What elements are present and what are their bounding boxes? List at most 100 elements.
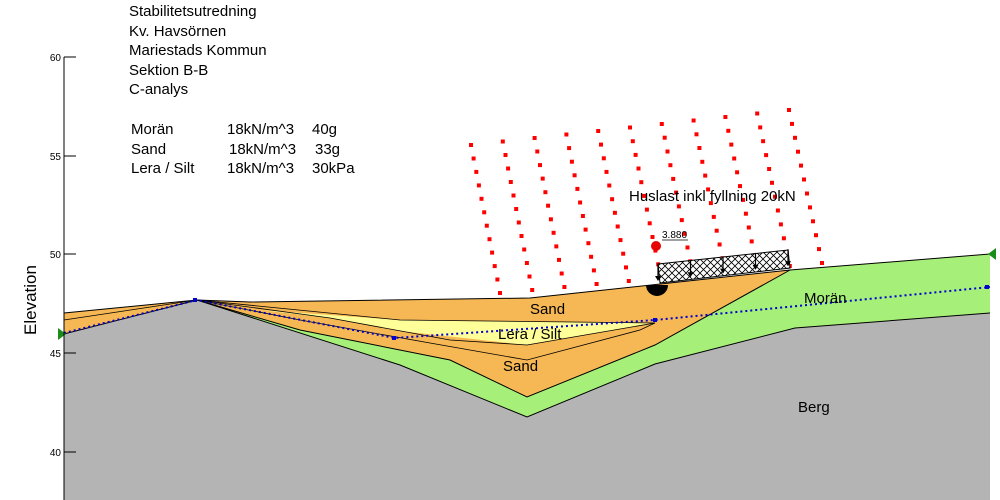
grid-point (741, 197, 745, 202)
region-label-moran: Morän (804, 290, 847, 307)
grid-point (471, 156, 476, 161)
grid-point (799, 163, 803, 168)
grid-point (738, 184, 742, 189)
title-line: Mariestads Kommun (129, 42, 267, 59)
grid-point (482, 210, 487, 215)
grid-point (607, 183, 612, 188)
y-tick-label: 60 (50, 53, 62, 64)
region-label-lera-silt: Lera / Silt (498, 326, 562, 343)
boundary-lera-top (196, 299, 656, 324)
grid-point (817, 247, 821, 252)
grid-point (805, 191, 809, 196)
grid-point (514, 207, 519, 211)
grid-point (575, 186, 580, 191)
grid-point (524, 261, 529, 265)
load-label: Huslast inkl fyllning 20kN (629, 188, 796, 205)
grid-point (764, 153, 769, 158)
region-sand-lower-band (300, 320, 655, 360)
grid-point (618, 238, 623, 243)
grid-point (778, 222, 783, 227)
title-line: Stabilitetsutredning (129, 3, 257, 20)
grid-point (758, 125, 763, 130)
grid-point (735, 170, 740, 175)
grid-point (554, 244, 559, 249)
grid-point (506, 166, 511, 171)
grid-point (628, 125, 632, 130)
grid-point (492, 264, 497, 269)
grid-point (820, 261, 824, 265)
load-arrow-head (655, 276, 661, 281)
grid-point (793, 135, 797, 140)
grid-point (770, 180, 774, 185)
grid-point (580, 214, 585, 218)
region-label-berg: Berg (798, 399, 830, 416)
grid-point (755, 111, 760, 116)
grid-point (535, 149, 540, 154)
grid-point (546, 203, 551, 208)
grid-point (761, 139, 766, 144)
grid-point (708, 201, 713, 206)
piezometric-node (653, 318, 657, 322)
grid-point (578, 200, 583, 205)
grid-point (808, 205, 812, 210)
region-label-sand-upper: Sand (530, 301, 565, 318)
grid-point (700, 159, 705, 164)
grid-point (490, 250, 495, 255)
grid-point (711, 214, 716, 219)
grid-point (500, 139, 505, 144)
title-line: Kv. Havsörnen (129, 23, 226, 40)
y-axis-ticks (64, 56, 76, 453)
grid-point (569, 159, 574, 164)
grid-point (612, 210, 617, 215)
material-unit-weight: 18kN/m^3 (229, 141, 296, 158)
grid-point (650, 235, 655, 239)
load-arrow-head (720, 268, 726, 274)
grid-point (662, 135, 667, 140)
grid-point (814, 233, 818, 238)
grid-point (746, 225, 751, 230)
grid-point (591, 268, 596, 273)
material-unit-weight: 18kN/m^3 (227, 121, 294, 138)
grid-point (743, 211, 748, 216)
grid-point (522, 247, 527, 252)
grid-point (564, 132, 569, 137)
grid-point (796, 149, 800, 154)
grid-point (583, 227, 588, 232)
grid-point (594, 282, 599, 286)
grid-point (621, 251, 626, 256)
y-axis-title: Elevation (21, 265, 40, 335)
right-boundary-marker (988, 248, 996, 260)
grid-point (562, 285, 567, 289)
grid-point (691, 118, 696, 123)
grid-point (636, 166, 641, 171)
grid-point (495, 277, 500, 282)
grid-point (527, 274, 532, 279)
piezometric-line (63, 286, 991, 340)
boundary-left-sand (63, 299, 198, 321)
grid-point (682, 231, 687, 236)
y-tick-label: 50 (50, 250, 62, 261)
grid-point (726, 128, 731, 133)
grid-point (665, 149, 670, 154)
grid-point (572, 173, 577, 178)
grid-point (543, 190, 548, 195)
critical-slip-surface (646, 285, 668, 296)
grid-point (676, 204, 681, 209)
material-name: Lera / Silt (131, 160, 195, 177)
grid-point (787, 108, 791, 112)
grid-point (604, 169, 609, 174)
grid-point (487, 237, 492, 242)
grid-point (703, 173, 708, 178)
material-strength: 33g (315, 141, 340, 158)
grid-point (601, 156, 606, 161)
factor-of-safety-label: 3.880 (662, 230, 687, 241)
grid-point (749, 239, 754, 244)
grid-point (674, 190, 679, 195)
region-moran (197, 254, 990, 417)
material-name: Sand (131, 141, 166, 158)
grid-point (706, 187, 711, 192)
grid-point (694, 132, 699, 137)
grid-point (633, 152, 638, 157)
grid-point (717, 242, 722, 247)
grid-point (671, 176, 676, 181)
